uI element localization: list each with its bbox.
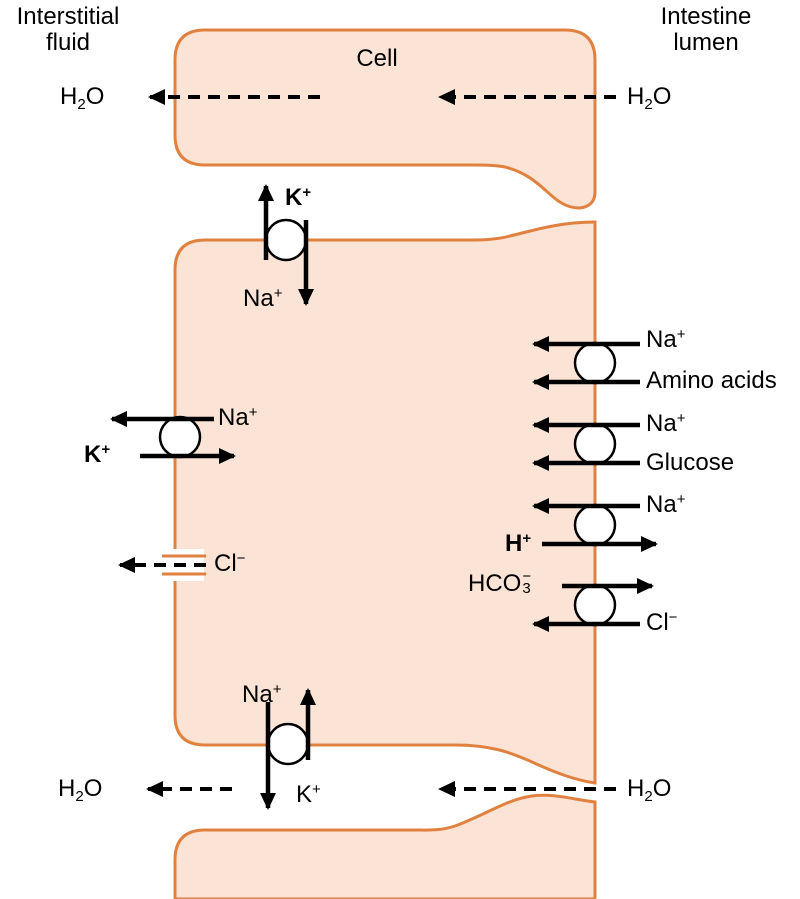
k-label-bottom-pump: K+ [296, 781, 321, 808]
na-label-top-pump: Na+ [243, 285, 283, 312]
na-k-pump-left [158, 415, 202, 459]
na-glucose-cotransporter [573, 422, 617, 466]
h-label-h-exchanger: H+ [505, 530, 532, 557]
interstitial-fluid-label: Interstitial fluid [6, 3, 130, 57]
h2o-label-top-right: H2O [627, 83, 672, 113]
intestine-lumen-line1: Intestine [660, 3, 752, 30]
cl-label-channel: Cl− [214, 550, 246, 577]
hco3-label-exchanger: HCO−3 [468, 567, 532, 597]
intestine-lumen-label: Intestine lumen [650, 3, 762, 57]
na-amino-cotransporter [573, 341, 617, 385]
na-label-glucose-cotransporter: Na+ [646, 410, 686, 437]
na-k-pump-bottom [266, 722, 310, 766]
cell-label: Cell [356, 45, 398, 72]
na-label-h-exchanger: Na+ [646, 491, 686, 518]
h2o-label-bottom-right: H2O [627, 775, 672, 805]
k-label-top-pump: K+ [285, 184, 312, 211]
k-label-left-pump: K+ [84, 441, 111, 468]
top-cell-shape [173, 28, 597, 210]
middle-cell-shape [173, 220, 597, 785]
interstitial-fluid-line1: Interstitial [16, 3, 120, 30]
bottom-cell-shape [173, 793, 597, 899]
na-h-exchanger [573, 503, 617, 547]
h2o-label-bottom-left: H2O [58, 775, 103, 805]
amino-acids-label: Amino acids [646, 367, 777, 394]
cl-label-exchanger: Cl− [646, 609, 678, 636]
na-label-amino-cotransporter: Na+ [646, 326, 686, 353]
glucose-label: Glucose [646, 449, 735, 476]
intestine-lumen-line2: lumen [673, 29, 739, 57]
na-label-left-pump: Na+ [218, 404, 258, 431]
na-label-bottom-pump: Na+ [242, 681, 282, 708]
h2o-label-top-left: H2O [60, 83, 105, 113]
cl-hco3-exchanger [573, 583, 617, 627]
interstitial-fluid-line2: fluid [45, 29, 91, 57]
na-k-pump-top [264, 218, 308, 262]
